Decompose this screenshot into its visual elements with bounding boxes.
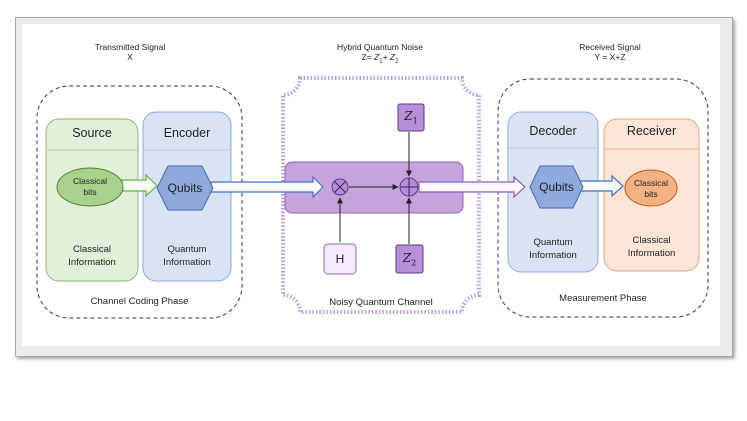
received-signal-title: Received Signal <box>579 42 641 52</box>
z2-label: Z2 <box>402 251 417 268</box>
channel-coding-phase-label: Channel Coding Phase <box>90 296 189 307</box>
measurement-phase-label: Measurement Phase <box>559 293 647 304</box>
source-node-label-line2: bits <box>83 187 97 197</box>
decoder-qubits-node <box>529 165 584 209</box>
source-classical-bits-node <box>56 167 124 207</box>
hadamard-box <box>323 243 357 275</box>
channel-coding-phase-boundary <box>36 85 243 319</box>
transmitted-signal-title: Transmitted Signal <box>94 42 166 52</box>
source-info-line1: Classical <box>72 244 111 255</box>
measurement-phase-boundary <box>497 78 709 318</box>
multiply-operator-cross-b <box>334 181 346 193</box>
decoder-node-label: Qubits <box>539 180 574 194</box>
encoder-node-label: Qubits <box>167 181 203 195</box>
arrow-bits-to-qubits <box>121 173 158 198</box>
received-signal-equation: Y = X+Z <box>594 52 626 62</box>
arrow-channel-to-decoder <box>418 175 526 199</box>
receiver-info-line1: Classical <box>632 235 671 246</box>
receiver-info-line2: Information <box>627 248 676 259</box>
receiver-classical-bits-node <box>624 169 678 207</box>
z1-noise-box <box>397 103 425 132</box>
decoder-info-line1: Quantum <box>533 237 573 248</box>
receiver-node-label-line1: Classical <box>633 178 668 188</box>
source-node-label-line1: Classical <box>72 176 107 186</box>
encoder-info-line2: Information <box>163 257 211 268</box>
transmitted-signal-symbol: X <box>127 52 133 62</box>
encoder-title: Encoder <box>163 126 211 140</box>
encoder-qubits-node <box>156 165 214 211</box>
z1-label: Z1 <box>404 109 418 126</box>
decoder-title: Decoder <box>529 124 577 138</box>
noisy-channel-label: Noisy Quantum Channel <box>329 297 433 308</box>
z2-noise-box <box>395 244 424 274</box>
arrow-encoder-to-channel <box>210 175 324 199</box>
receiver-node-label-line2: bits <box>644 189 658 199</box>
source-title: Source <box>72 126 112 140</box>
hadamard-label: H <box>335 252 345 266</box>
hybrid-noise-title: Hybrid Quantum Noise <box>337 42 423 52</box>
hybrid-noise-equation: Z= Z1+ Z2 <box>361 52 399 65</box>
source-info-line2: Information <box>68 257 116 268</box>
receiver-title: Receiver <box>626 124 677 138</box>
encoder-info-line1: Quantum <box>167 244 207 255</box>
arrow-qubits-to-receiver <box>579 174 624 198</box>
decoder-info-line2: Information <box>529 250 577 261</box>
